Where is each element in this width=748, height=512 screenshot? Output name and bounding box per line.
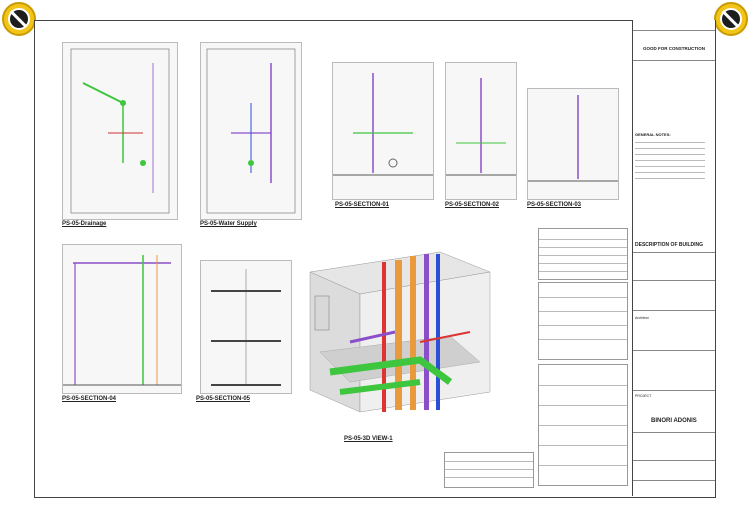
revision-table: [444, 452, 534, 488]
section-02-drawing: [446, 78, 516, 176]
left-corner-badge-icon: [2, 2, 36, 36]
3d-view-title: PS-05-3D VIEW-1: [344, 436, 393, 442]
section-01-drawing: [333, 73, 433, 176]
pipe-legend-table: [538, 364, 628, 486]
right-corner-badge-icon: [714, 2, 748, 36]
drainage-plan: [62, 42, 178, 220]
water-supply-drawing: [206, 48, 296, 214]
3d-view: [300, 232, 500, 422]
section-05-title: PS-05-SECTION-05: [196, 396, 251, 402]
client-label: Architect: [635, 316, 649, 320]
section-03-drawing: [528, 95, 618, 182]
section-01: [332, 62, 434, 200]
section-03: [527, 88, 619, 200]
section-05: [200, 260, 292, 394]
section-03-title: PS-05-SECTION-03: [527, 202, 582, 208]
section-02-title: PS-05-SECTION-02: [445, 202, 500, 208]
general-notes-label: GENERAL NOTES:: [635, 132, 671, 137]
drainage-drawing: [70, 48, 170, 214]
section-04: [62, 244, 182, 394]
stamp-text: GOOD FOR CONSTRUCTION: [643, 46, 705, 51]
water-supply-plan: [200, 42, 302, 220]
section-04-title: PS-05-SECTION-04: [62, 396, 117, 402]
water-supply-title: PS-05-Water Supply: [200, 221, 257, 227]
section-02: [445, 62, 517, 200]
symbol-legend-table: [538, 282, 628, 360]
section-04-drawing: [63, 255, 181, 386]
section-05-drawing: [211, 269, 281, 386]
drainage-title: PS-05-Drainage: [62, 221, 107, 227]
project-label: PROJECT: [635, 394, 652, 398]
3d-view-drawing: [309, 251, 491, 413]
description-heading: DESCRIPTION OF BUILDING: [635, 242, 704, 248]
title-block: GOOD FOR CONSTRUCTION GENERAL NOTES: DES…: [632, 20, 715, 496]
section-01-title: PS-05-SECTION-01: [335, 202, 390, 208]
abbreviation-table: [538, 228, 628, 280]
project-name: BINORI ADONIS: [651, 418, 697, 424]
